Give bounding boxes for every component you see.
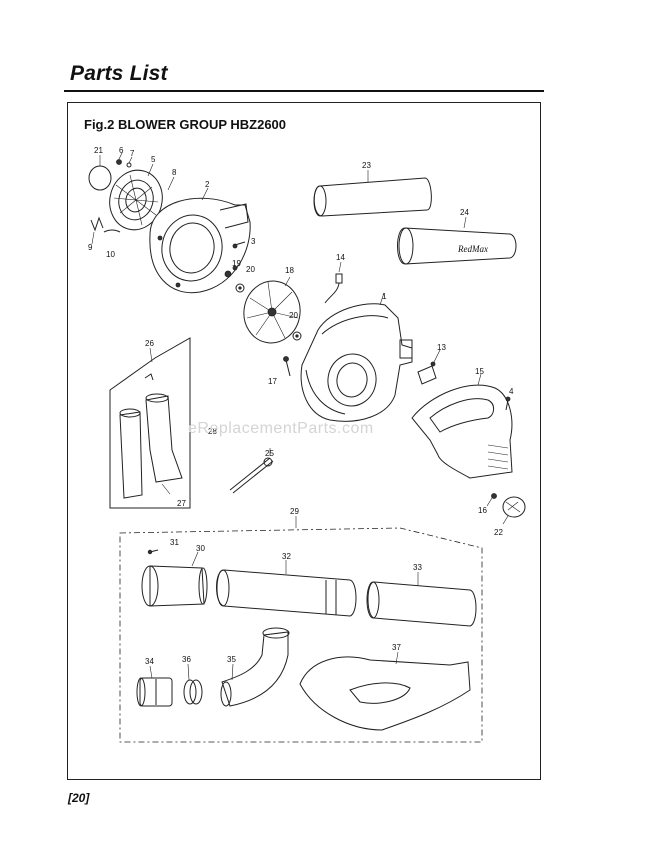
callout-25: 25 xyxy=(265,449,274,458)
part-37-collection-bag xyxy=(299,651,471,731)
part-5-intake-grill xyxy=(109,163,163,231)
callout-16: 16 xyxy=(478,506,487,515)
callout-26: 26 xyxy=(145,339,154,348)
part-36-clamp xyxy=(183,663,203,705)
figure-frame xyxy=(67,102,541,780)
callout-14: 14 xyxy=(336,253,345,262)
callout-30: 30 xyxy=(196,544,205,553)
callout-numbers: 21 6 7 5 8 2 9 10 3 19 20 18 20 14 1 23 … xyxy=(88,146,514,666)
part-23-pipe xyxy=(313,170,432,217)
callout-32: 32 xyxy=(282,552,291,561)
part-16-screw xyxy=(486,493,497,507)
callout-20-upper: 20 xyxy=(246,265,255,274)
part-32-long-tube xyxy=(216,560,357,617)
callout-20-lower: 20 xyxy=(289,311,298,320)
part-20-washer-lower xyxy=(292,331,302,341)
part-29-kit-outline xyxy=(119,516,483,743)
callout-21: 21 xyxy=(94,146,103,155)
callout-33: 33 xyxy=(413,563,422,572)
part-21-filter-disc xyxy=(88,155,112,191)
part-1-main-housing xyxy=(300,292,413,422)
part-34-coupling xyxy=(136,665,173,707)
callout-18: 18 xyxy=(285,266,294,275)
callout-6: 6 xyxy=(119,146,124,155)
part-24-nozzle-pipe: RedMax xyxy=(397,216,517,265)
callout-27: 27 xyxy=(177,499,186,508)
callout-3: 3 xyxy=(251,237,256,246)
callout-9: 9 xyxy=(88,243,93,252)
callout-5: 5 xyxy=(151,155,156,164)
callout-37: 37 xyxy=(392,643,401,652)
part-31-screw xyxy=(147,549,159,555)
callout-13: 13 xyxy=(437,343,446,352)
callout-22: 22 xyxy=(494,528,503,537)
part-9-10-clips xyxy=(90,216,121,245)
callout-24: 24 xyxy=(460,208,469,217)
header-rule xyxy=(64,90,544,92)
part-2-fan-housing xyxy=(149,187,251,294)
callout-10: 10 xyxy=(106,250,115,259)
part-3-screw xyxy=(232,241,246,249)
callout-8: 8 xyxy=(172,168,177,177)
part-33-tube xyxy=(366,572,477,627)
part-4-screw xyxy=(505,396,511,411)
part-25-wrench xyxy=(229,448,274,494)
callout-4: 4 xyxy=(509,387,514,396)
callout-17: 17 xyxy=(268,377,277,386)
part-27-bag-pipes xyxy=(119,393,183,499)
page-header-title: Parts List xyxy=(70,62,168,85)
callout-7: 7 xyxy=(130,149,135,158)
callout-19: 19 xyxy=(232,259,241,268)
part-35-elbow xyxy=(220,627,290,707)
part-19-nut xyxy=(224,270,232,278)
part-18-fan xyxy=(243,276,301,344)
callout-34: 34 xyxy=(145,657,154,666)
callout-28: 28 xyxy=(208,427,217,436)
callout-29: 29 xyxy=(290,507,299,516)
part-30-nozzle xyxy=(141,551,208,607)
part-17-bolt xyxy=(283,356,291,377)
callout-15: 15 xyxy=(475,367,484,376)
part-6-7-screws xyxy=(116,152,133,168)
page-number: [20] xyxy=(68,791,90,805)
page-number-value: 20 xyxy=(72,791,86,805)
callout-23: 23 xyxy=(362,161,371,170)
callout-1: 1 xyxy=(382,292,387,301)
part-15-handle-cover xyxy=(411,373,513,479)
callout-31: 31 xyxy=(170,538,179,547)
figure-title: Fig.2 BLOWER GROUP HBZ2600 xyxy=(84,117,287,132)
callout-2: 2 xyxy=(205,180,210,189)
part-14-switch xyxy=(324,261,343,304)
part-13-bracket xyxy=(417,349,441,385)
callout-35: 35 xyxy=(227,655,236,664)
watermark: eReplacementParts.com xyxy=(188,420,374,437)
part-20-washer-upper xyxy=(235,283,245,293)
part-22-cap xyxy=(502,496,526,525)
brand-label: RedMax xyxy=(457,244,488,254)
callout-36: 36 xyxy=(182,655,191,664)
part-26-package-bag xyxy=(109,337,191,509)
